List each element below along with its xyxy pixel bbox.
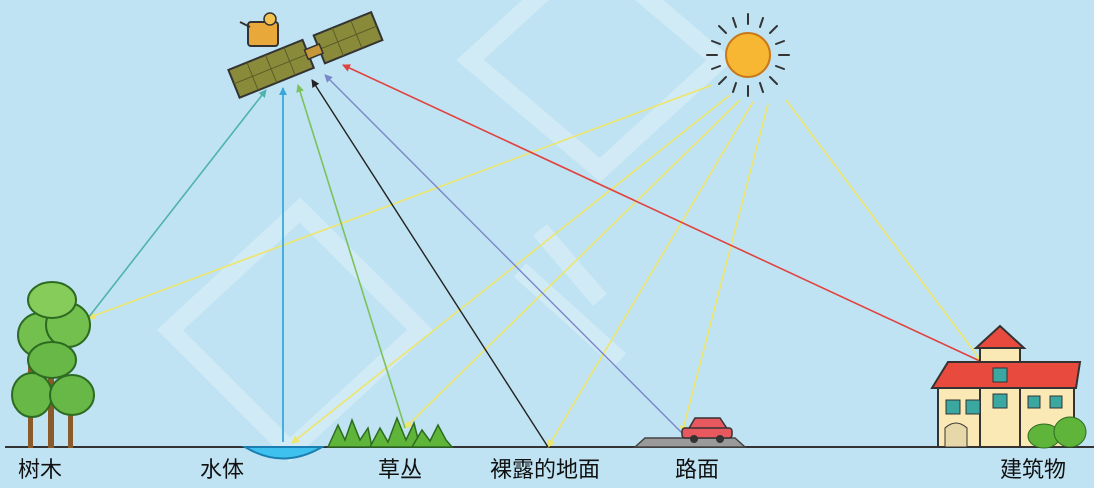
label-bare-soil: 裸露的地面 [490,458,601,483]
label-building: 建筑物 [1000,458,1067,483]
label-grass: 草丛 [378,458,423,483]
ray-to-trees [87,84,713,320]
label-road: 路面 [675,458,720,483]
ray-to-road [679,103,769,434]
reflection-soil [311,79,549,448]
ray-to-soil [547,101,754,448]
sun-icon [706,13,790,97]
ray-to-water [291,94,731,444]
label-trees: 树木 [18,458,63,483]
incident-rays [87,84,983,448]
road-icon [633,417,747,448]
grass-icon [326,415,454,448]
reflection-road [324,74,683,434]
reflection-trees [87,89,267,319]
trees-icon [11,281,95,448]
reflection-building [342,64,983,363]
water-body-icon [241,446,326,460]
ray-to-grass [404,99,741,429]
building-icon [930,324,1087,449]
watermark [157,0,734,463]
label-water: 水体 [200,458,245,483]
ray-to-building [785,99,983,363]
reflection-grass [296,84,406,429]
satellite-icon [227,10,384,100]
